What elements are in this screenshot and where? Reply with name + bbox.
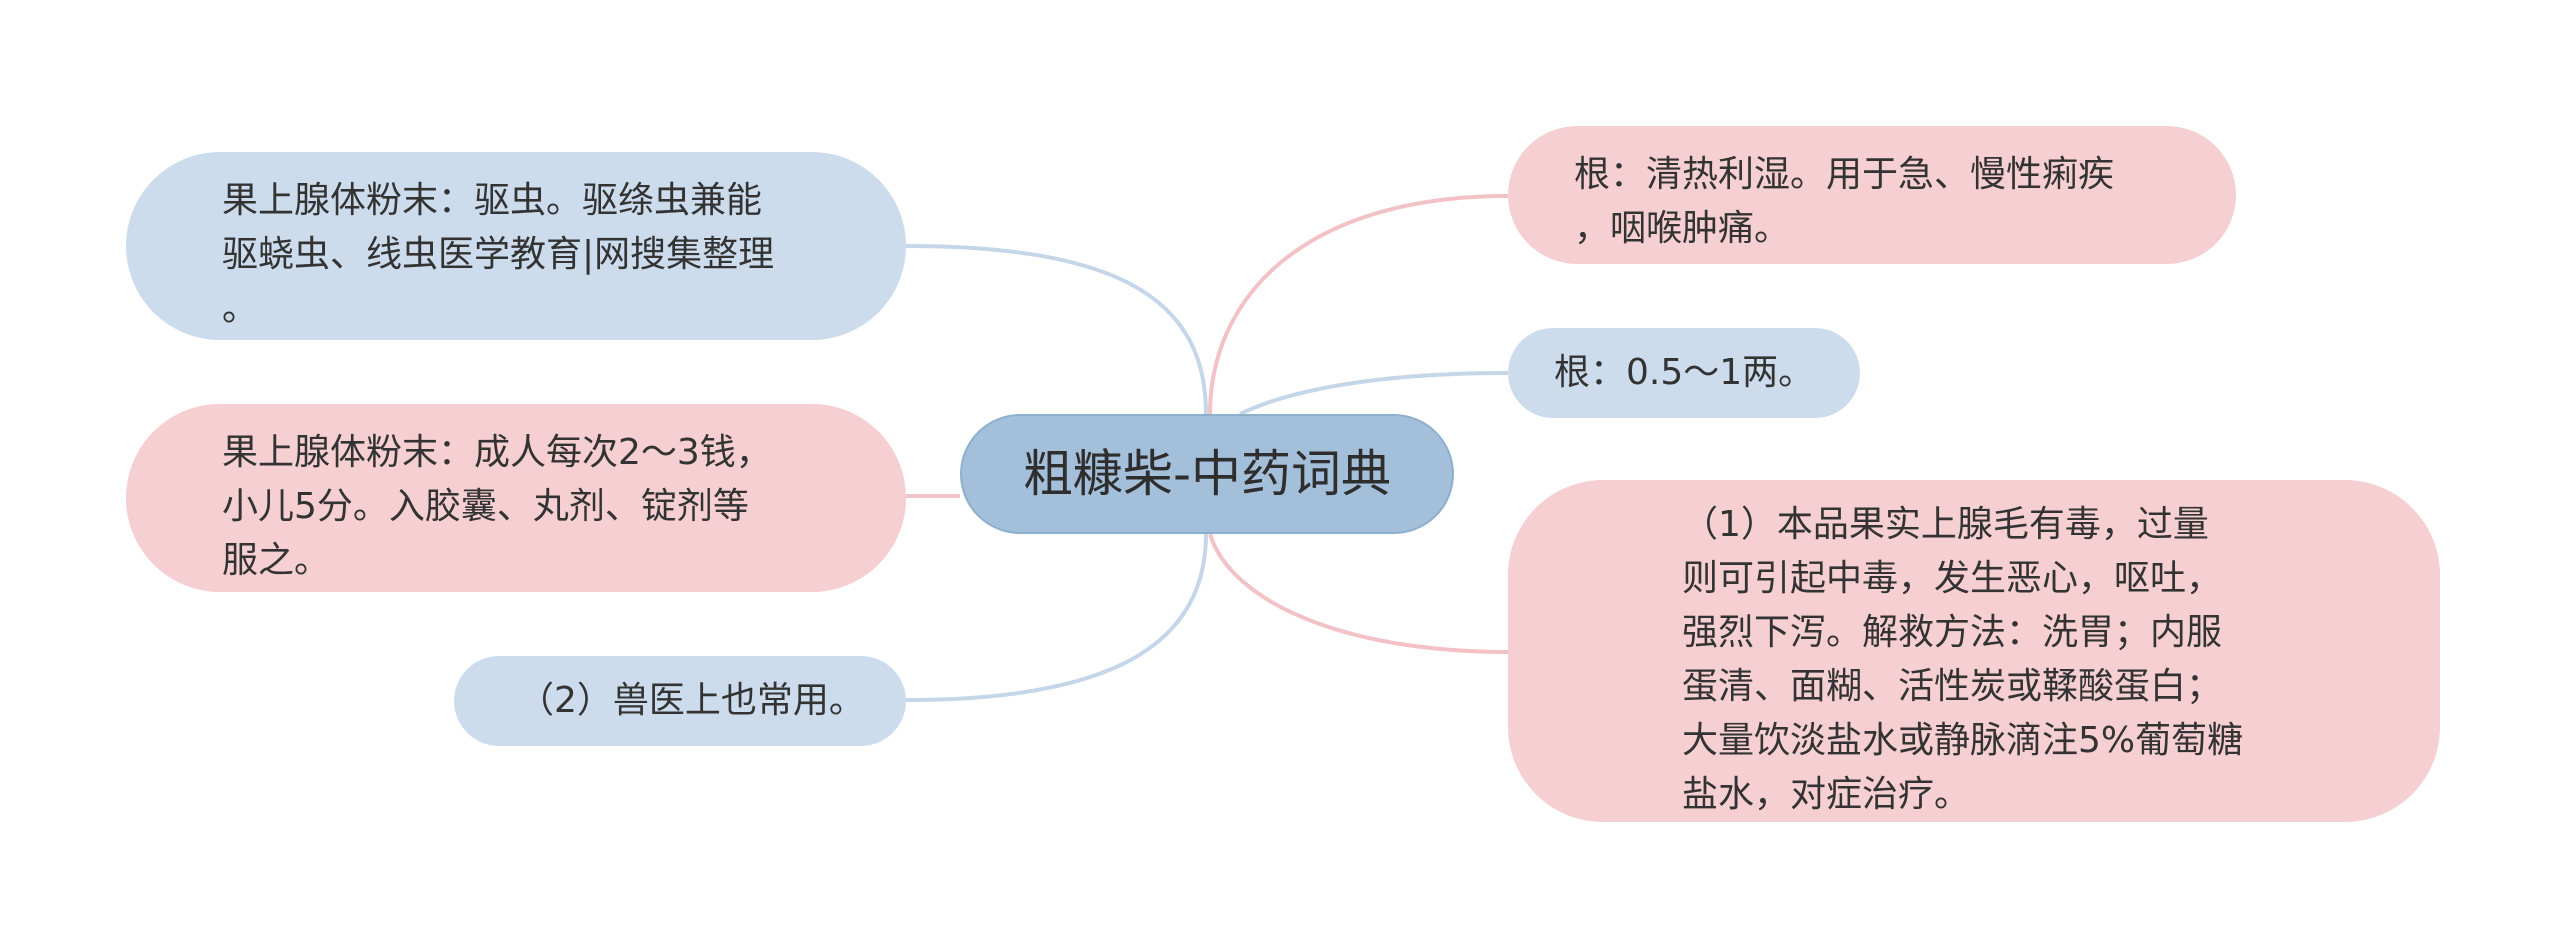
connector-l1 <box>905 244 1208 415</box>
topic-text: 果上腺体粉末：成人每次2～3钱， 小儿5分。入胶囊、丸剂、锭剂等 服之。 <box>222 432 772 581</box>
topic-text: （2）兽医上也常用。 <box>518 680 865 721</box>
topic-text: 根：清热利湿。用于急、慢性痢疾 ，咽喉肿痛。 <box>1574 154 2115 249</box>
topic-text: （1）本品果实上腺毛有毒，过量 则可引起中毒，发生恶心，呕吐， 强烈下泻。解救方… <box>1682 504 2244 815</box>
connector-r1 <box>1208 194 1509 415</box>
topic-node-dosage-fruit-powder[interactable]: 果上腺体粉末：成人每次2～3钱， 小儿5分。入胶囊、丸剂、锭剂等 服之。 <box>126 404 906 592</box>
topic-node-usage-deworming[interactable]: 果上腺体粉末：驱虫。驱绦虫兼能 驱蛲虫、线虫医学教育|网搜集整理 。 <box>126 152 906 340</box>
topic-node-toxicity-warning[interactable]: （1）本品果实上腺毛有毒，过量 则可引起中毒，发生恶心，呕吐， 强烈下泻。解救方… <box>1508 480 2440 822</box>
topic-node-root-effect[interactable]: 根：清热利湿。用于急、慢性痢疾 ，咽喉肿痛。 <box>1508 126 2236 264</box>
topic-node-veterinary-use[interactable]: （2）兽医上也常用。 <box>454 656 906 746</box>
topic-text: 根：0.5～1两。 <box>1554 352 1815 393</box>
topic-node-root-dosage[interactable]: 根：0.5～1两。 <box>1508 328 1860 418</box>
connector-l3 <box>905 533 1208 702</box>
connector-r3 <box>1208 533 1509 654</box>
connector-r2 <box>1239 371 1509 416</box>
central-topic[interactable]: 粗糠柴-中药词典 <box>960 414 1454 534</box>
topic-text: 果上腺体粉末：驱虫。驱绦虫兼能 驱蛲虫、线虫医学教育|网搜集整理 。 <box>222 180 775 329</box>
central-topic-label: 粗糠柴-中药词典 <box>1022 445 1392 503</box>
